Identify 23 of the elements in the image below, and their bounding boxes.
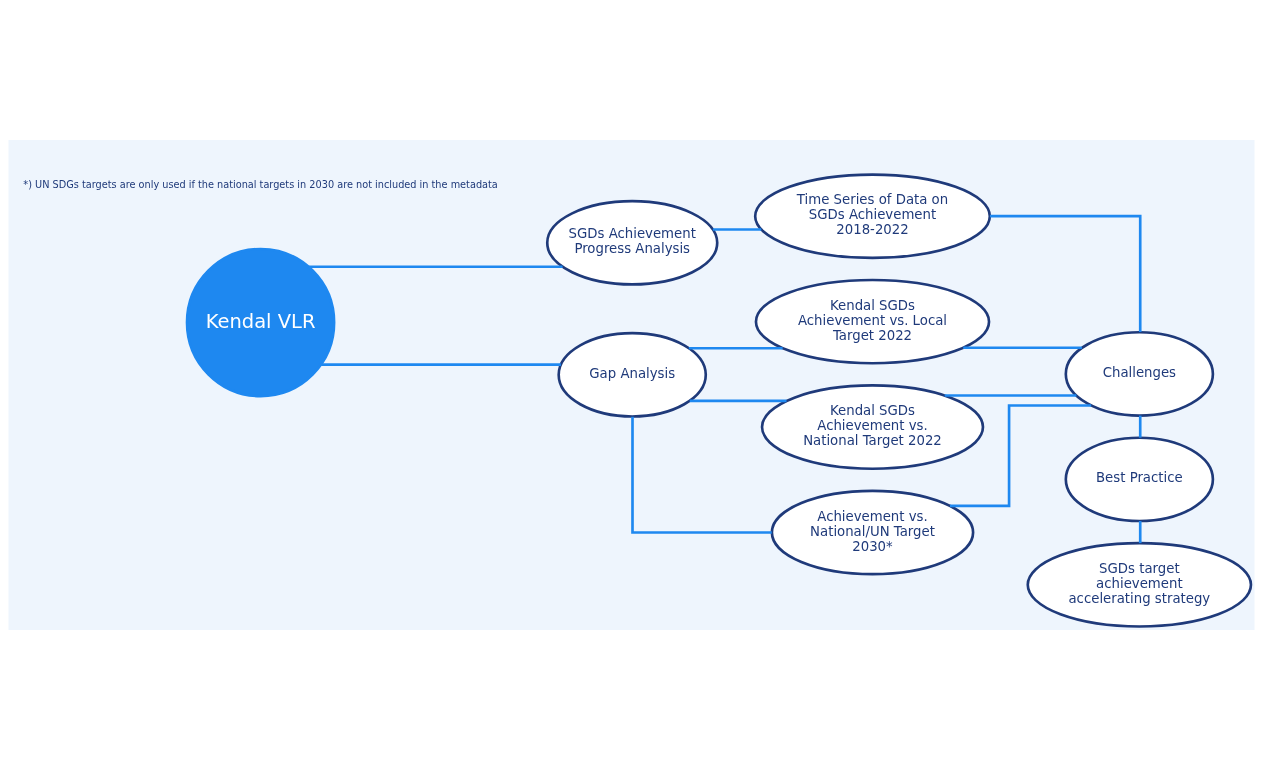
connector xyxy=(308,264,563,268)
connector xyxy=(689,399,787,402)
connector xyxy=(1138,520,1142,543)
node-ellipse: Challenges xyxy=(1064,330,1215,417)
connector xyxy=(1138,415,1142,438)
node-ellipse: Best Practice xyxy=(1064,435,1215,522)
label: *) UN SDGs targets are only used if the national targets in 2030 are not included in the metadata xyxy=(23,178,498,190)
node-ellipse: SGDs target achievement accelerating strategy xyxy=(1026,541,1253,628)
connector xyxy=(989,214,1142,332)
connector xyxy=(321,362,561,366)
connector xyxy=(631,416,772,534)
connector xyxy=(712,227,762,231)
node-ellipse: Achievement vs. National/UN Target 2030* xyxy=(770,489,975,575)
node-ellipse: SGDs Achievement Progress Analysis xyxy=(545,199,719,286)
node-ellipse: Time Series of Data on SGDs Achievement 2018-2022 xyxy=(753,172,992,259)
node-ellipse: Kendal SGDs Achievement vs. National Target 2022 xyxy=(760,383,985,470)
connector xyxy=(963,345,1082,349)
connector xyxy=(944,393,1077,397)
node-ellipse: Kendal SGDs Achievement vs. Local Target 2022 xyxy=(754,278,991,365)
node-circle: Kendal VLR xyxy=(185,247,336,397)
connector xyxy=(688,346,783,350)
node-ellipse: Gap Analysis xyxy=(557,331,708,418)
connector xyxy=(949,403,1092,507)
